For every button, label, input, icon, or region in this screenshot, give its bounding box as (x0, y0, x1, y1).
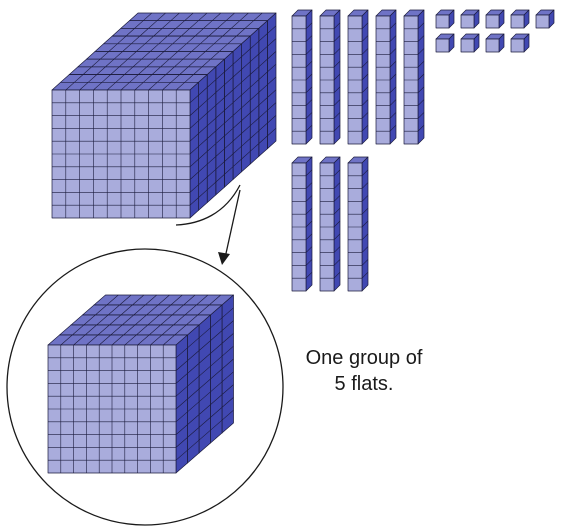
unit-cube-bottom-4-front-face (511, 39, 524, 52)
unit-cube-top-5 (536, 10, 554, 28)
unit-cube-bottom-1-front-face (436, 39, 449, 52)
caption: One group of 5 flats. (278, 345, 450, 397)
unit-cube-top-3 (486, 10, 504, 28)
unit-cube-top-2 (461, 10, 479, 28)
unit-cubes (436, 10, 554, 52)
callout-arrowhead (218, 252, 230, 265)
rod-bottom-1 (292, 157, 312, 291)
callout-arrow-line (225, 190, 240, 258)
rod-bottom-3 (348, 157, 368, 291)
unit-cube-top-5-front-face (536, 15, 549, 28)
rods-bottom-row (292, 157, 368, 291)
zoomed-flat-stack (48, 295, 234, 473)
unit-cube-bottom-3-front-face (486, 39, 499, 52)
unit-cube-top-4-front-face (511, 15, 524, 28)
zoom-flat-1 (48, 335, 188, 473)
caption-line-2: 5 flats. (278, 371, 450, 397)
unit-cube-bottom-2-front-face (461, 39, 474, 52)
rods-top-row (292, 10, 424, 144)
flat-1 (52, 82, 199, 218)
unit-cube-bottom-2 (461, 34, 479, 52)
unit-cube-top-1 (436, 10, 454, 28)
unit-cube-top-4 (511, 10, 529, 28)
unit-cube-top-1-front-face (436, 15, 449, 28)
rod-top-5 (404, 10, 424, 144)
rod-top-2 (320, 10, 340, 144)
unit-cube-top-2-front-face (461, 15, 474, 28)
rod-top-4 (376, 10, 396, 144)
large-flat-stack (52, 13, 276, 218)
unit-cube-bottom-4 (511, 34, 529, 52)
rod-bottom-2 (320, 157, 340, 291)
caption-line-1: One group of (278, 345, 450, 371)
rod-top-1 (292, 10, 312, 144)
rod-top-3 (348, 10, 368, 144)
unit-cube-top-3-front-face (486, 15, 499, 28)
unit-cube-bottom-3 (486, 34, 504, 52)
unit-cube-bottom-1 (436, 34, 454, 52)
